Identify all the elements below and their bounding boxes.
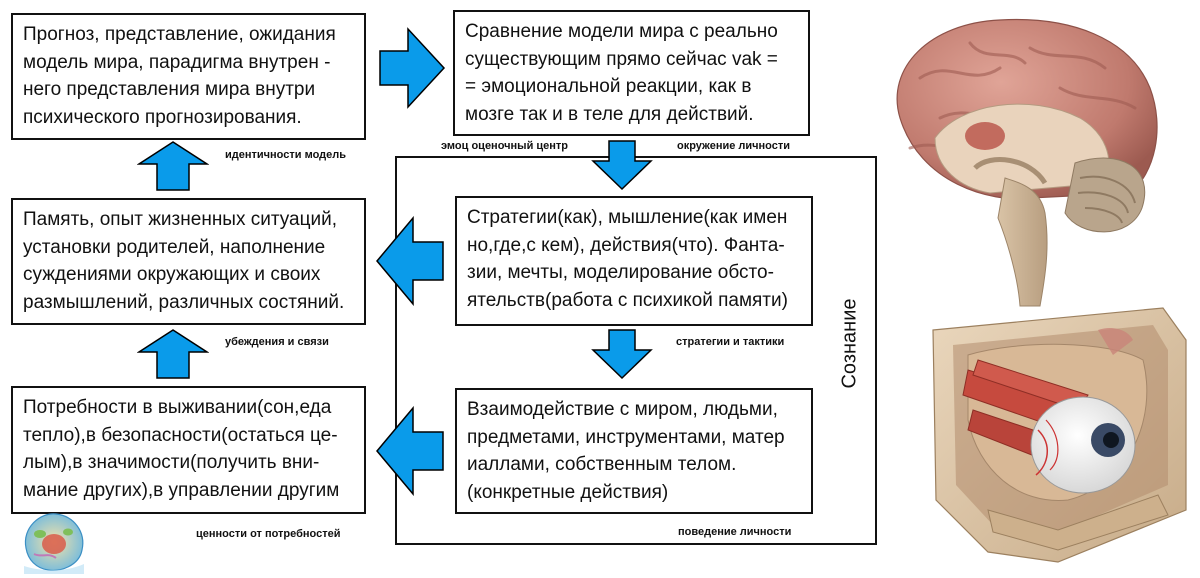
strategies-box: Стратегии(как), мышление(как имен но,где… xyxy=(455,196,813,326)
interaction-box: Взаимодействие с миром, людьми, предмета… xyxy=(455,388,813,514)
comparison-box: Сравнение модели мира с реально существу… xyxy=(453,10,810,136)
strategies-tactics-label: стратегии и тактики xyxy=(676,336,785,348)
environment-label: окружение личности xyxy=(677,140,791,152)
needs-box: Потребности в выживании(сон,еда тепло),в… xyxy=(11,386,366,514)
values-label: ценности от потребностей xyxy=(196,528,341,540)
forecast-box: Прогноз, представление, ожидания модель … xyxy=(11,13,366,140)
consciousness-label: Сознание xyxy=(838,298,861,389)
comparison-text: Сравнение модели мира с реально существу… xyxy=(465,21,778,125)
brain-illustration xyxy=(896,18,1158,307)
arrow-up-icon xyxy=(137,329,209,379)
arrow-up-icon xyxy=(137,141,209,191)
identity-model-label: идентичности модель xyxy=(225,149,346,161)
behavior-label: поведение личности xyxy=(678,526,792,538)
emotion-center-label: эмоц оценочный центр xyxy=(441,140,569,152)
consciousness-frame xyxy=(395,156,877,545)
beliefs-label: убеждения и связи xyxy=(225,336,329,348)
cell-illustration xyxy=(24,513,84,574)
arrow-down-icon xyxy=(591,329,653,380)
memory-box: Память, опыт жизненных ситуаций, установ… xyxy=(11,198,366,325)
needs-text: Потребности в выживании(сон,еда тепло),в… xyxy=(23,397,340,501)
arrow-down-icon xyxy=(591,140,653,191)
arrow-right-icon xyxy=(379,27,446,109)
strategies-text: Стратегии(как), мышление(как имен но,где… xyxy=(467,207,788,311)
arrow-left-icon xyxy=(376,216,444,306)
arrow-left-icon xyxy=(376,406,444,496)
interaction-text: Взаимодействие с миром, людьми, предмета… xyxy=(467,399,785,503)
forecast-text: Прогноз, представление, ожидания модель … xyxy=(23,24,336,128)
memory-text: Память, опыт жизненных ситуаций, установ… xyxy=(23,209,345,313)
eye-orbit-illustration xyxy=(932,307,1187,563)
